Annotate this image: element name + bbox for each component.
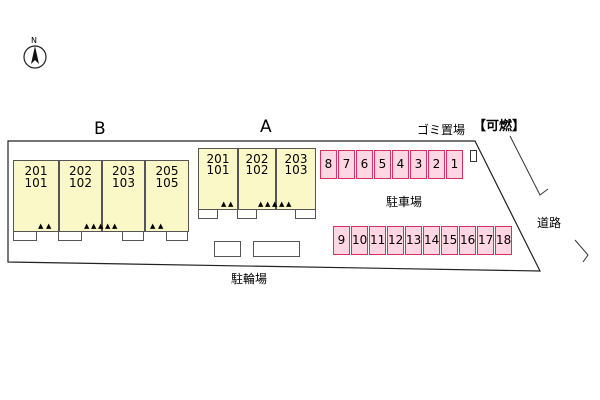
unit-b-2: 202 102: [59, 160, 102, 232]
unit-lower-number: 103: [284, 163, 308, 177]
unit-lower-number: 101: [206, 163, 230, 177]
entrance-marker: ▲: [98, 222, 104, 230]
parking-space: 6: [356, 150, 373, 179]
parking-space: 8: [320, 150, 337, 179]
parking-space: 12: [387, 226, 404, 255]
unit-upper-number: 201: [24, 164, 48, 178]
garbage-type-label: 【可燃】: [473, 119, 526, 134]
unit-upper-number: 203: [112, 164, 135, 178]
road-label: 道路: [537, 216, 562, 230]
entry-step: [58, 231, 82, 241]
parking-space: 10: [351, 226, 368, 255]
unit-lower-number: 103: [112, 176, 135, 190]
entrance-marker: ▲: [228, 200, 234, 208]
parking-space: 14: [423, 226, 440, 255]
road-edge-line: [509, 135, 549, 196]
parking-space: 9: [333, 226, 350, 255]
entrance-marker: ▲: [279, 200, 285, 208]
site-boundary: [7, 140, 541, 272]
entrance-marker: ▲: [46, 222, 52, 230]
entrance-marker: ▲: [258, 200, 264, 208]
entrance-marker: ▲: [150, 222, 156, 230]
unit-upper-number: 201: [206, 152, 230, 166]
entrance-marker: ▲: [112, 222, 118, 230]
bicycle-rack: [214, 241, 241, 257]
entry-step: [198, 209, 218, 219]
parking-space: 13: [405, 226, 422, 255]
road-edge-line: [574, 239, 589, 263]
building-a-label: A: [260, 117, 272, 137]
parking-space: 11: [369, 226, 386, 255]
unit-lower-number: 102: [69, 176, 92, 190]
unit-upper-number: 202: [245, 152, 269, 166]
parking-space: 18: [495, 226, 512, 255]
unit-upper-number: 202: [69, 164, 92, 178]
parking-space: 7: [338, 150, 355, 179]
unit-upper-number: 203: [284, 152, 308, 166]
entrance-marker: ▲: [221, 200, 227, 208]
parking-space: 17: [477, 226, 494, 255]
entry-step: [122, 231, 144, 241]
parking-space: 4: [392, 150, 409, 179]
unit-lower-number: 105: [155, 176, 179, 190]
entrance-marker: ▲: [105, 222, 111, 230]
entry-step: [166, 231, 188, 241]
entry-step: [13, 231, 37, 241]
unit-lower-number: 101: [24, 176, 48, 190]
entrance-marker: ▲: [91, 222, 97, 230]
garbage-label: ゴミ置場: [417, 123, 466, 137]
north-arrow-icon: [31, 46, 39, 64]
unit-a-1: 201 101: [198, 148, 238, 210]
parking-space: 16: [459, 226, 476, 255]
entrance-marker: ▲: [272, 200, 278, 208]
entrance-marker: ▲: [38, 222, 44, 230]
parking-space: 15: [441, 226, 458, 255]
unit-lower-number: 102: [245, 163, 269, 177]
parking-space: 3: [410, 150, 427, 179]
entry-step: [237, 209, 257, 219]
entrance-marker: ▲: [286, 200, 292, 208]
bicycle-rack: [253, 241, 300, 257]
unit-a-2: 202 102: [238, 148, 276, 210]
entrance-marker: ▲: [265, 200, 271, 208]
garbage-box: [470, 150, 477, 162]
parking-space: 5: [374, 150, 391, 179]
building-b-label: B: [94, 119, 106, 139]
parking-space: 2: [428, 150, 445, 179]
parking-space: 1: [446, 150, 463, 179]
unit-upper-number: 205: [155, 164, 179, 178]
compass-label: N: [31, 36, 37, 45]
bicycle-parking-label: 駐輪場: [231, 272, 268, 286]
unit-a-3: 203 103: [276, 148, 316, 210]
parking-label: 駐車場: [386, 195, 423, 209]
entrance-marker: ▲: [84, 222, 90, 230]
unit-b-1: 201 101: [13, 160, 59, 232]
entry-step: [295, 209, 316, 219]
unit-b-4: 205 105: [145, 160, 189, 232]
entrance-marker: ▲: [158, 222, 164, 230]
